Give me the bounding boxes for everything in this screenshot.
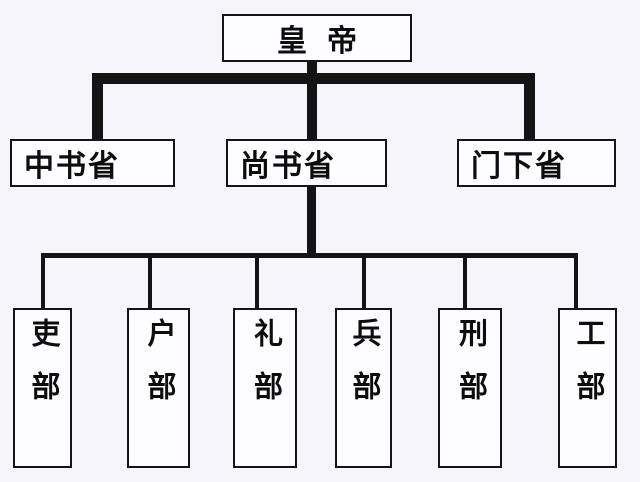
ministry-of-revenue-label: 户部: [143, 318, 175, 424]
department-of-state-affairs-label: 尚书省: [240, 150, 336, 183]
connector-to-ministry-of-works: [574, 253, 578, 309]
central-secretariat-box: 中书省: [10, 139, 175, 187]
connector-top-bus: [92, 73, 535, 84]
ministry-of-rites-box: 礼部: [233, 308, 297, 468]
connector-bus-to-zhongshu: [92, 73, 103, 139]
department-of-state-affairs-box: 尚书省: [226, 139, 387, 187]
chancellery-box: 门下省: [457, 139, 616, 187]
chancellery-label: 门下省: [471, 150, 567, 183]
central-secretariat-label: 中书省: [24, 150, 120, 183]
ministry-of-justice-label: 刑部: [454, 318, 487, 424]
ministry-of-justice-box: 刑部: [438, 308, 502, 468]
emperor-label: 皇帝: [277, 25, 377, 58]
ministry-of-works-box: 工部: [558, 308, 617, 468]
connector-to-ministry-of-war: [362, 253, 366, 309]
connector-to-ministry-of-personnel: [41, 253, 45, 309]
connector-to-ministry-of-justice: [463, 253, 467, 309]
connector-bus-to-menxia: [524, 73, 535, 139]
connector-ministries-bus: [41, 253, 578, 258]
ministry-of-war-box: 兵部: [335, 308, 392, 468]
connector-shangshu-to-bus: [307, 185, 316, 258]
emperor-box: 皇帝: [222, 14, 412, 62]
ministry-of-war-label: 兵部: [348, 318, 380, 424]
ministry-of-works-label: 工部: [572, 318, 604, 424]
connector-root-to-bus: [307, 60, 317, 139]
ministry-of-personnel-box: 吏部: [13, 308, 72, 468]
ministry-of-personnel-label: 吏部: [27, 318, 59, 424]
connector-to-ministry-of-rites: [255, 253, 259, 309]
ministry-of-revenue-box: 户部: [127, 308, 190, 468]
connector-to-ministry-of-revenue: [148, 253, 152, 309]
ministry-of-rites-label: 礼部: [249, 318, 282, 424]
